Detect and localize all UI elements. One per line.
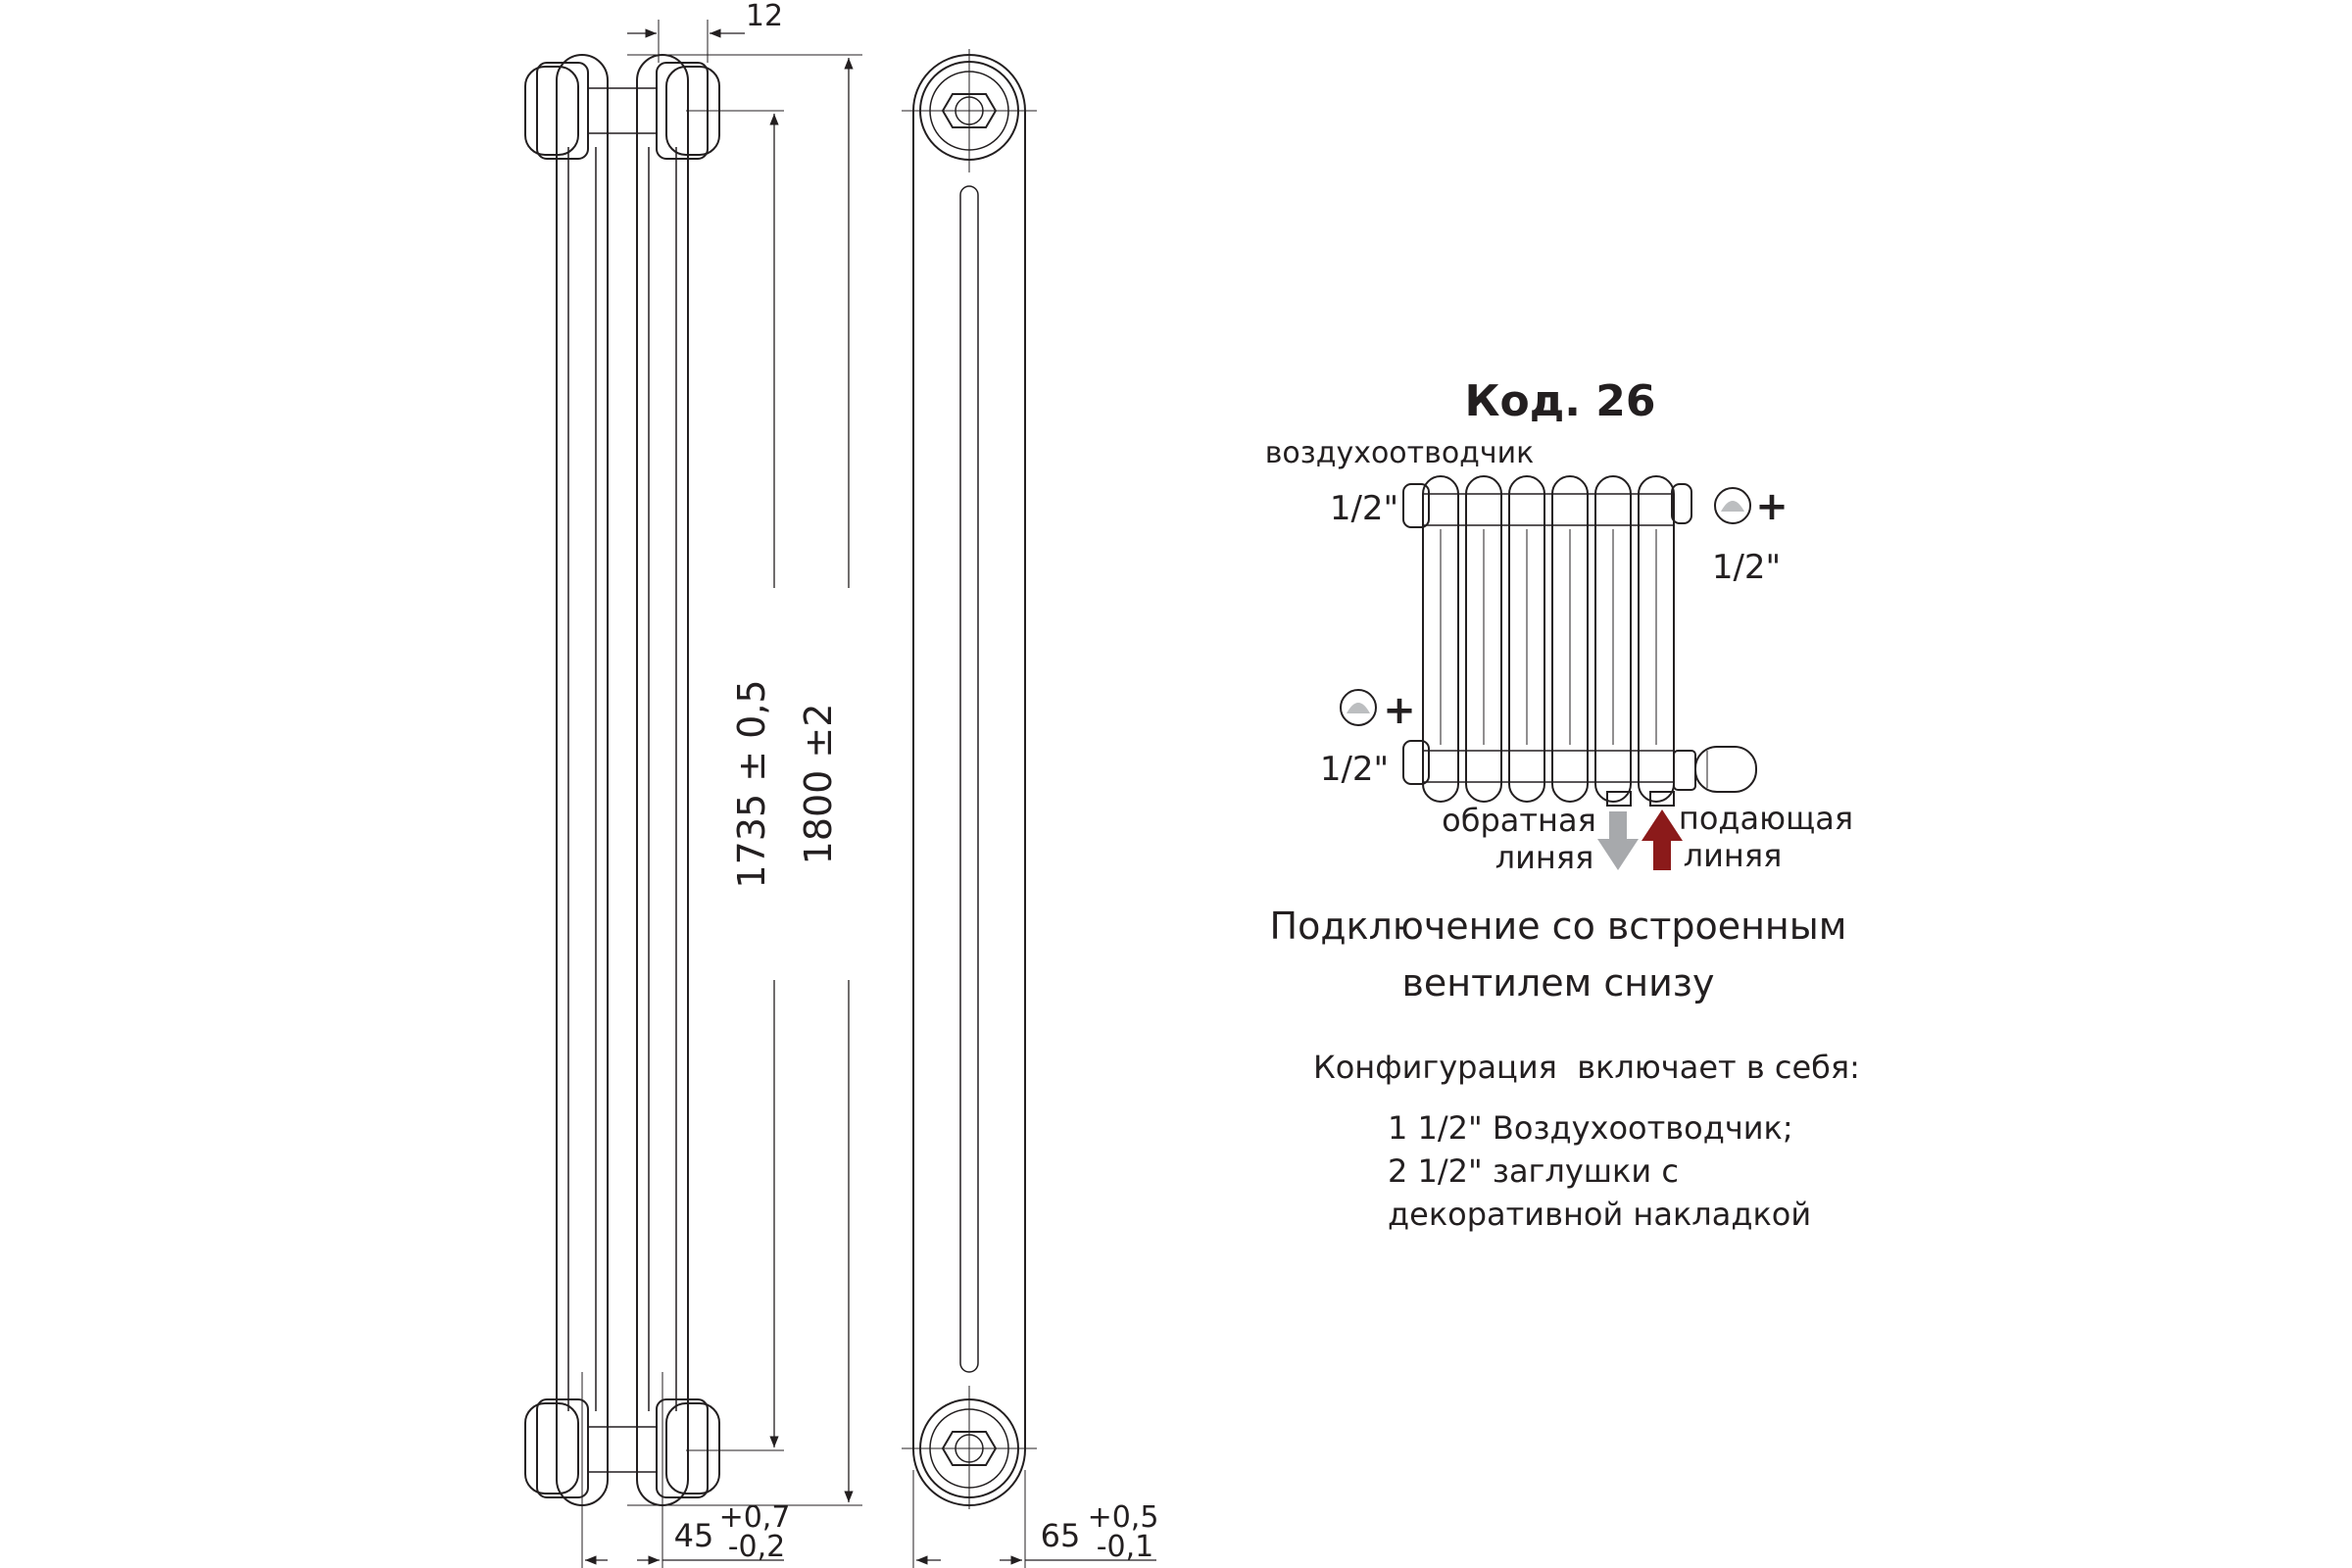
return-line-label-1: обратная — [1442, 802, 1596, 839]
side-view — [902, 49, 1037, 1509]
supply-line-label-1: подающая — [1679, 800, 1853, 837]
top-right-size: 1/2" — [1712, 548, 1781, 587]
dim-top-offset: 12 — [746, 0, 783, 33]
supply-line-arrow — [1642, 809, 1683, 870]
dim-axis-distance: 1735 ± 0,5 — [730, 679, 773, 888]
caption-line-2: вентилем снизу — [1402, 961, 1715, 1004]
air-vent-size: 1/2" — [1330, 489, 1398, 528]
mini-radiator — [1402, 475, 1757, 807]
scheme-code-title: Код. 26 — [1465, 376, 1656, 426]
configuration-item-3: декоративной накладкой — [1388, 1196, 1811, 1233]
dim-tube-width: 45 — [674, 1517, 714, 1554]
bottom-left-plus: + — [1383, 688, 1416, 733]
dimension-total-height: 1800 ±2 — [627, 54, 862, 1506]
dim-depth-tol-upper: +0,5 — [1088, 1500, 1159, 1535]
configuration-item-2: 2 1/2" заглушки с — [1388, 1152, 1679, 1190]
return-line-arrow — [1597, 811, 1639, 870]
bottom-left-size: 1/2" — [1320, 750, 1389, 789]
supply-line-label-2: линяя — [1684, 837, 1783, 874]
plug-icon-top-right — [1714, 487, 1751, 524]
front-view — [524, 54, 720, 1506]
dim-depth-tol-lower: -0,1 — [1097, 1530, 1154, 1564]
dim-total-height: 1800 ±2 — [797, 704, 840, 865]
air-vent-label: воздухоотводчик — [1265, 436, 1535, 470]
dim-tube-width-tol-upper: +0,7 — [719, 1500, 791, 1535]
dimension-top-offset: 12 — [627, 0, 783, 63]
configuration-item-1: 1 1/2" Воздухоотводчик; — [1388, 1109, 1793, 1147]
plug-icon-bottom-left — [1340, 689, 1377, 726]
caption-line-1: Подключение со встроенным — [1270, 905, 1847, 948]
dim-depth: 65 — [1041, 1517, 1081, 1554]
configuration-heading: Конфигурация включает в себя: — [1313, 1049, 1860, 1086]
dimension-tube-width: 45 +0,7 -0,2 — [581, 1372, 791, 1568]
dimension-depth: 65 +0,5 -0,1 — [912, 1470, 1159, 1568]
top-right-plus: + — [1755, 484, 1788, 529]
return-line-label-2: линяя — [1495, 839, 1594, 876]
dim-tube-width-tol-lower: -0,2 — [728, 1530, 786, 1564]
dimension-axis-distance: 1735 ± 0,5 — [686, 110, 784, 1451]
